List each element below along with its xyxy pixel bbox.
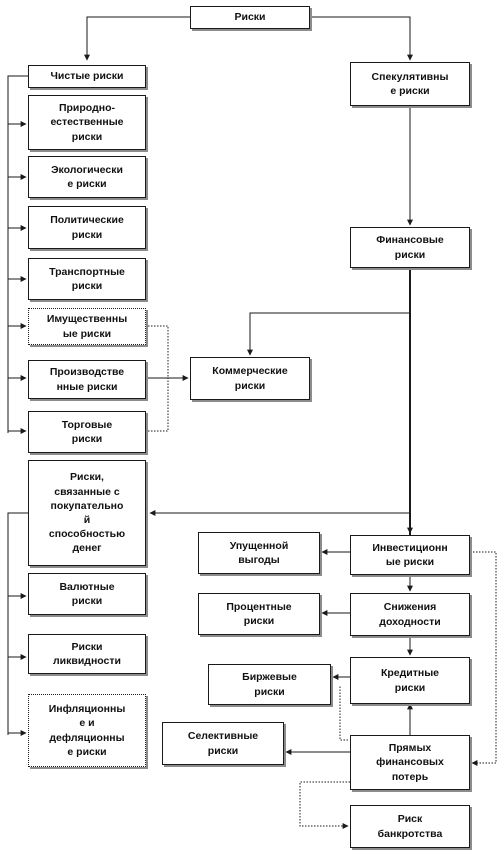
box-interest-risks: Процентные риски	[198, 593, 320, 635]
box-lost-profit: Упущенной выгоды	[198, 532, 320, 574]
purchasing-bus	[7, 512, 28, 735]
box-property-risks: Имущественны ые риски	[28, 308, 146, 345]
box-financial-risks: Финансовые риски	[350, 227, 470, 268]
connector-financial-commercial	[247, 312, 410, 356]
box-liquidity-risks: Риски ликвидности	[28, 634, 146, 674]
dotted-group-property	[148, 325, 169, 378]
box-exchange-risks: Биржевые риски	[208, 664, 331, 705]
box-trade-risks: Торговые риски	[28, 411, 146, 453]
box-risks-root: Риски	[190, 6, 310, 29]
box-inflation-risks: Инфляционны е и дефляционны е риски	[28, 694, 146, 767]
box-direct-financial-losses: Прямых финансовых потерь	[350, 735, 470, 790]
box-currency-risks: Валютные риски	[28, 573, 146, 615]
box-commercial-risks: Коммерческие риски	[190, 357, 310, 400]
dotted-direct-exchange	[339, 686, 348, 741]
box-natural-risks: Природно- естественные риски	[28, 95, 146, 150]
box-production-risks: Производстве нные риски	[28, 360, 146, 399]
connector-root-speculative	[310, 16, 413, 61]
pure-risk-bus	[7, 75, 28, 433]
box-pure-risks: Чистые риски	[28, 65, 146, 88]
box-investment-risks: Инвестиционн ые риски	[350, 535, 470, 575]
box-transport-risks: Транспортные риски	[28, 258, 146, 300]
box-ecological-risks: Экологически е риски	[28, 156, 146, 198]
dotted-investment-direct	[470, 551, 497, 766]
box-bankruptcy-risk: Риск банкротства	[350, 805, 470, 848]
box-purchasing-power-risks: Риски, связанные с покупательно й способ…	[28, 460, 146, 566]
box-selective-risks: Селективные риски	[162, 722, 284, 765]
dotted-direct-bankruptcy	[299, 781, 350, 829]
box-credit-risks: Кредитные риски	[350, 657, 470, 704]
box-political-risks: Политические риски	[28, 206, 146, 249]
box-speculative-risks: Спекулятивны е риски	[350, 62, 470, 106]
dotted-group-trade	[148, 378, 169, 432]
box-yield-decrease: Снижения доходности	[350, 593, 470, 636]
connector-root-pure	[84, 16, 190, 61]
